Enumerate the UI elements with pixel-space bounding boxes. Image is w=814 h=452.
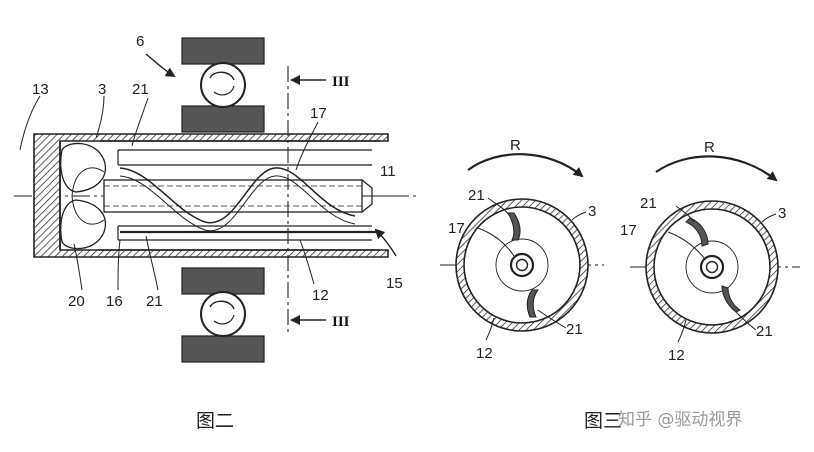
label-21-bottom-3b: 21 xyxy=(756,323,773,340)
label-15: 15 xyxy=(386,275,403,292)
label-3-3a: 3 xyxy=(588,203,596,220)
label-3: 3 xyxy=(98,81,106,98)
helix-groove xyxy=(119,167,356,224)
bearing-top-outer xyxy=(181,37,265,65)
ball-bottom xyxy=(200,291,246,337)
label-13: 13 xyxy=(32,81,49,98)
vane-top-3b xyxy=(685,217,709,247)
label-17-3b: 17 xyxy=(620,222,637,239)
bearing-bottom-outer xyxy=(181,335,265,363)
label-20: 20 xyxy=(68,293,85,310)
label-17-3a: 17 xyxy=(448,220,465,237)
label-16: 16 xyxy=(106,293,123,310)
label-r-3a: R xyxy=(510,137,521,154)
vane-top-3a xyxy=(507,212,521,241)
label-21-bottom-3a: 21 xyxy=(566,321,583,338)
shaft-3b xyxy=(699,254,725,280)
section-label-top: III xyxy=(332,74,350,90)
vane-bottom-3a xyxy=(526,289,539,318)
ball-top xyxy=(200,62,246,108)
label-21-top-3a: 21 xyxy=(468,187,485,204)
label-3-3b: 3 xyxy=(778,205,786,222)
watermark: 知乎 @驱动视界 xyxy=(618,410,742,430)
figure-2-caption: 图二 xyxy=(196,410,234,432)
section-label-bottom: III xyxy=(332,314,350,330)
label-17: 17 xyxy=(310,105,327,122)
figure-2: 13 3 21 6 17 11 15 12 20 16 21 III III 图… xyxy=(14,33,416,432)
figure-3-caption: 图三 xyxy=(584,410,622,432)
label-21-top: 21 xyxy=(132,81,149,98)
bearing-bottom-inner xyxy=(181,267,265,295)
label-12-3a: 12 xyxy=(476,345,493,362)
label-21-top-3b: 21 xyxy=(640,195,657,212)
label-r-3b: R xyxy=(704,139,715,156)
figure-3a: R 21 17 3 21 12 xyxy=(440,137,604,362)
shaft-3a xyxy=(509,252,535,278)
bearing-top-inner xyxy=(181,105,265,133)
figure-3b: R 21 17 3 21 12 xyxy=(620,139,800,364)
vane-bottom-3b xyxy=(721,285,741,313)
label-21-bottom: 21 xyxy=(146,293,163,310)
rotation-arrow-3a xyxy=(467,153,584,178)
rotation-arrow-3b xyxy=(655,155,778,182)
label-6: 6 xyxy=(136,33,144,50)
label-11: 11 xyxy=(380,163,396,180)
label-12: 12 xyxy=(312,287,329,304)
label-12-3b: 12 xyxy=(668,347,685,364)
